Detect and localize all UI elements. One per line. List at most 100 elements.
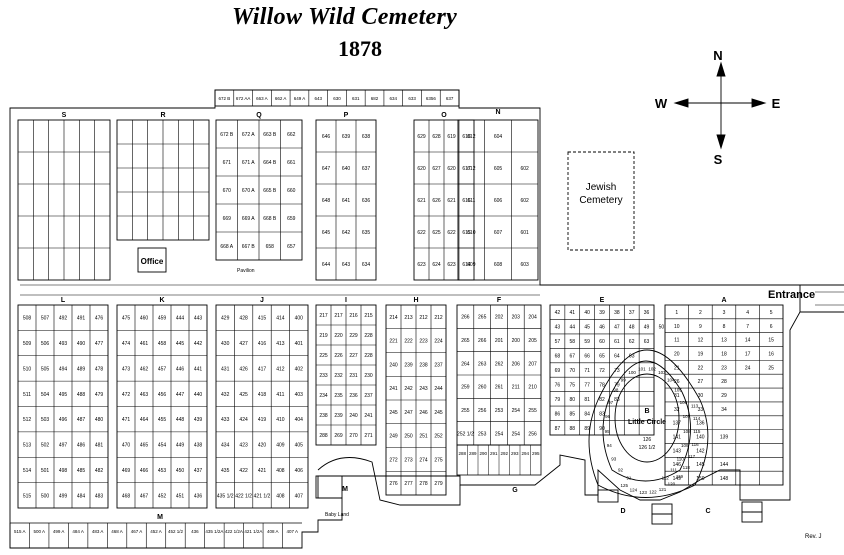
- lot-label: 425: [239, 392, 248, 398]
- lot-label: 514: [23, 468, 32, 474]
- lot-label: 473: [122, 366, 131, 372]
- lot-label: 120: [668, 482, 676, 487]
- lot-label: 449: [176, 443, 185, 449]
- lot-label: 506: [41, 341, 50, 347]
- lot-label: 246: [419, 410, 428, 416]
- lot-label: 80: [570, 397, 576, 403]
- lot-label: 150: [696, 476, 705, 482]
- lot-label: 475: [122, 316, 131, 322]
- lot-label: 421: [258, 468, 267, 474]
- lot-label: 118: [683, 465, 691, 470]
- lot-label: 237: [364, 393, 373, 399]
- lot-label: 649 A: [294, 96, 306, 101]
- lot-label: 452: [158, 493, 167, 499]
- section-label-J: J: [260, 297, 264, 304]
- compass-east: E: [772, 96, 781, 111]
- lot-label: 672 B: [219, 96, 231, 101]
- lot-label: 607: [494, 230, 503, 236]
- lot-label: 627: [432, 166, 441, 172]
- lot-label: 466: [140, 468, 149, 474]
- lot-label: 458: [158, 341, 167, 347]
- lot-label: 217: [319, 313, 328, 319]
- section-label-D: D: [620, 508, 625, 515]
- lot-label: 620: [417, 166, 426, 172]
- lot-label: 48: [629, 325, 635, 331]
- lot-label: 123: [639, 490, 647, 495]
- lot-label: 202: [495, 315, 504, 321]
- lot-label: 400: [295, 316, 304, 322]
- lot-label: 247: [404, 410, 413, 416]
- lot-label: 256: [528, 431, 537, 437]
- lot-label: 113: [691, 404, 699, 409]
- lot-label: 415: [258, 316, 267, 322]
- lot-label: 498: [59, 468, 68, 474]
- lot-label: 112: [662, 476, 670, 481]
- lot-label: 232: [334, 373, 343, 379]
- lot-label: 439: [194, 417, 203, 423]
- lot-label: 513: [23, 443, 32, 449]
- lot-label: 661: [287, 160, 296, 166]
- lot-label: 114: [693, 416, 701, 421]
- lot-label: 403: [295, 392, 304, 398]
- lot-label: 646: [322, 134, 331, 140]
- lot-label: 406: [295, 468, 304, 474]
- lot-label: 663 A: [256, 96, 268, 101]
- lot-label: 462: [140, 366, 149, 372]
- lot-label: 293: [511, 451, 519, 456]
- lot-label: 294: [521, 451, 529, 456]
- compass-south: S: [714, 152, 723, 167]
- lot-label: 1: [675, 310, 678, 316]
- lot-label: 266: [461, 315, 470, 321]
- lot-label: 670 A: [242, 188, 255, 194]
- lot-label: 261: [495, 385, 504, 391]
- lot-label: 668 B: [263, 216, 277, 222]
- section-label-N: N: [495, 109, 500, 116]
- lot-label: 88: [570, 426, 576, 432]
- lot-label: 241: [364, 413, 373, 419]
- lot-label: 103: [658, 370, 666, 375]
- lot-label: 94: [607, 443, 613, 448]
- lot-label: 23: [721, 365, 727, 371]
- lot-label: 244: [434, 386, 443, 392]
- lot-label: 630: [333, 96, 341, 101]
- lot-label: 610: [467, 230, 476, 236]
- lot-label: 515: [23, 493, 32, 499]
- lot-label: 628: [432, 134, 441, 140]
- lot-label: 657: [287, 244, 296, 250]
- compass-rose: [673, 61, 767, 150]
- lot-label: 412: [276, 366, 285, 372]
- lot-label: 266: [478, 338, 487, 344]
- lot-label: 454: [158, 443, 167, 449]
- lot-label: 44: [570, 325, 576, 331]
- lot-label: 146: [673, 462, 682, 468]
- lot-label: 72: [599, 368, 605, 374]
- lot-label: 30: [698, 393, 704, 399]
- lot-label: 445: [176, 341, 185, 347]
- lot-label: 647: [322, 166, 331, 172]
- lot-label: 665 B: [263, 188, 277, 194]
- lot-label: 93: [611, 456, 617, 461]
- lot-label: 659: [287, 216, 296, 222]
- lot-label: 430: [221, 341, 230, 347]
- lot-label: 212: [434, 315, 443, 321]
- lot-label: 408: [276, 493, 285, 499]
- lot-label: 61: [614, 339, 620, 345]
- lot-label: 15: [768, 338, 774, 344]
- lot-label: 644: [322, 262, 331, 268]
- lot-label: 271: [364, 433, 373, 439]
- lot-label: 622: [447, 230, 456, 236]
- lot-label: 465: [140, 443, 149, 449]
- lot-label: 507: [41, 316, 50, 322]
- lot-label: 452 A: [150, 529, 162, 534]
- lot-label: 615: [462, 230, 471, 236]
- lot-label: 121: [659, 487, 667, 492]
- lot-label: 239: [404, 362, 413, 368]
- lot-label: 106: [680, 400, 688, 405]
